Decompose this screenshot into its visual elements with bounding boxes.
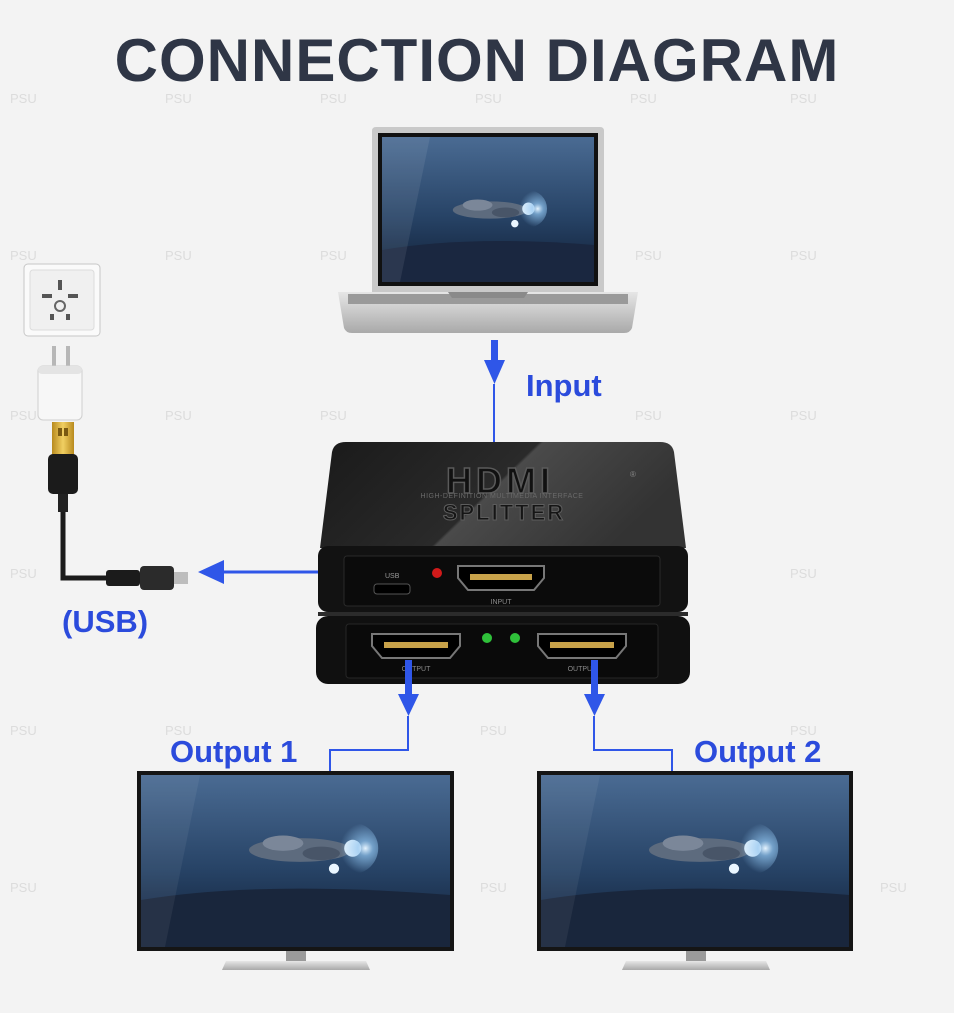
svg-text:PSU: PSU — [790, 408, 817, 423]
monitor-1-icon — [137, 771, 454, 970]
output-led-1 — [482, 633, 492, 643]
svg-text:PSU: PSU — [635, 408, 662, 423]
usb-cable-icon — [48, 422, 188, 590]
device-brand: HDMI — [446, 460, 554, 501]
svg-text:PSU: PSU — [635, 248, 662, 263]
watermark: PSU PSU PSU PSU PSU PSU PSU PSU PSU PSU PSU PSU PS… — [10, 91, 907, 895]
svg-text:PSU: PSU — [165, 408, 192, 423]
usb-adapter-icon — [37, 346, 83, 421]
registered-mark: ® — [630, 470, 636, 479]
svg-text:PSU: PSU — [790, 566, 817, 581]
svg-text:PSU: PSU — [10, 91, 37, 106]
svg-text:PSU: PSU — [630, 91, 657, 106]
output-port-label-2: OUTPUT — [568, 666, 598, 673]
svg-text:PSU: PSU — [880, 880, 907, 895]
input-port-label: INPUT — [491, 599, 513, 606]
output-2-arrow-icon — [584, 660, 673, 774]
usb-port-label: USB — [385, 573, 400, 580]
laptop-icon — [338, 127, 638, 333]
svg-text:PSU: PSU — [165, 723, 192, 738]
output-port-label-1: OUTPUT — [402, 666, 432, 673]
svg-text:PSU: PSU — [165, 248, 192, 263]
svg-text:PSU: PSU — [790, 91, 817, 106]
output-1-label: Output 1 — [170, 734, 298, 769]
hdmi-splitter-icon: HDMI ® HIGH-DEFINITION MULTIMEDIA INTERF… — [316, 442, 690, 684]
svg-text:PSU: PSU — [320, 408, 347, 423]
output-2-label: Output 2 — [694, 734, 822, 769]
output-led-2 — [510, 633, 520, 643]
svg-text:PSU: PSU — [10, 248, 37, 263]
svg-text:PSU: PSU — [10, 408, 37, 423]
svg-text:PSU: PSU — [165, 91, 192, 106]
usb-label: (USB) — [62, 604, 149, 639]
svg-text:PSU: PSU — [790, 248, 817, 263]
svg-text:PSU: PSU — [480, 880, 507, 895]
input-label: Input — [526, 368, 602, 403]
svg-text:PSU: PSU — [790, 723, 817, 738]
device-subtitle: HIGH-DEFINITION MULTIMEDIA INTERFACE — [421, 493, 584, 500]
svg-text:PSU: PSU — [475, 91, 502, 106]
svg-text:PSU: PSU — [10, 566, 37, 581]
power-led — [432, 568, 442, 578]
svg-text:PSU: PSU — [10, 723, 37, 738]
diagram-title: CONNECTION DIAGRAM — [114, 27, 840, 94]
wall-socket-icon — [23, 263, 101, 337]
usb-port — [373, 583, 411, 595]
device-model: SPLITTER — [443, 500, 565, 525]
svg-text:PSU: PSU — [320, 248, 347, 263]
svg-text:PSU: PSU — [10, 880, 37, 895]
output-1-arrow-icon — [329, 660, 419, 774]
svg-text:PSU: PSU — [480, 723, 507, 738]
svg-text:PSU: PSU — [320, 91, 347, 106]
monitor-2-icon — [537, 771, 853, 970]
